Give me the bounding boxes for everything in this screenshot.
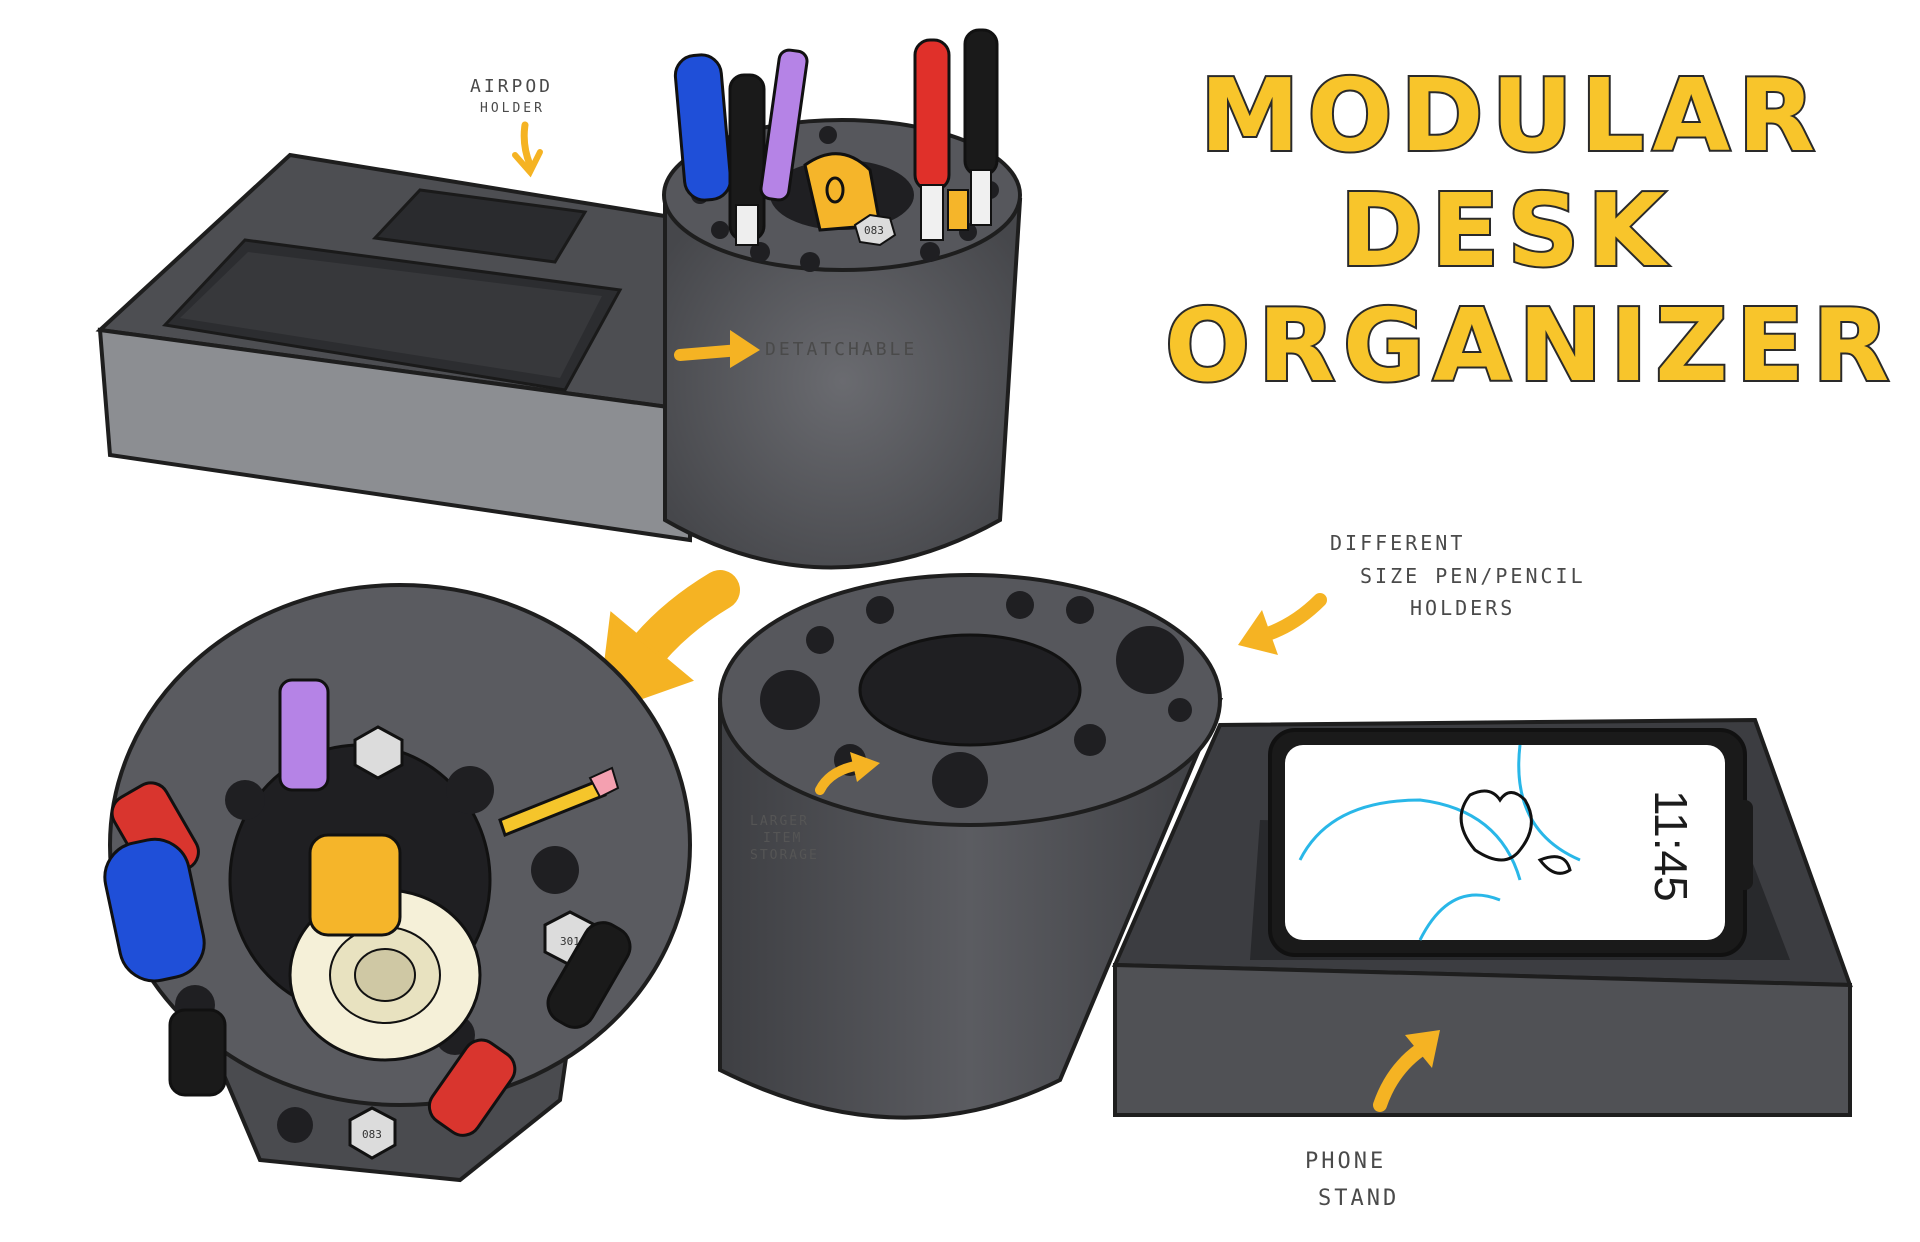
airpod-label-line1: AIRPOD [470,76,553,97]
title-line3: ORGANIZER [1165,287,1897,404]
phone-label-line2: STAND [1318,1186,1399,1211]
yellow-tape-measure [803,152,882,232]
nut-label-2: 301 [560,935,580,948]
black-clip-pen [168,1008,227,1097]
pen-holders-annotation: DIFFERENT SIZE PEN/PENCIL HOLDERS [1238,531,1586,655]
different-label-line3: HOLDERS [1410,596,1515,620]
airpod-label-line2: HOLDER [480,101,545,116]
pencil-eraser [947,189,969,231]
nut-label: 083 [864,224,884,237]
phone-stand-annotation: PHONE STAND [1305,1030,1440,1211]
different-label-line2: SIZE PEN/PENCIL [1360,564,1586,588]
red-marker-top [427,1038,517,1137]
hex-nut-3: 083 [348,1106,397,1160]
phone-label-line1: PHONE [1305,1149,1386,1174]
larger-label-line1: LARGER [750,814,809,829]
phone-stand-arrow [1373,1043,1427,1112]
purple-pen [759,48,809,202]
hex-nut-top: 083 [853,213,897,247]
blue-cap [103,837,206,983]
title: MODULAR DESK ORGANIZER [1163,55,1897,406]
black-marker-top [546,921,632,1029]
airpod-slot [371,188,588,264]
different-arrow [1258,593,1327,642]
cylinder-top-view: 301 083 [103,583,692,1183]
phone-stand-assembly: 11:45 [718,573,1853,1120]
airpod-tray-base [95,152,723,543]
yellow-tape-measure-top [308,833,402,937]
blue-marker [673,53,733,202]
apple-logo-icon [1459,789,1572,875]
pen-cylinder-bottom [718,573,1224,1120]
nut-label-3: 083 [362,1128,382,1141]
title-line2: DESK [1340,172,1673,289]
purple-pen-top [278,678,330,792]
black-marker-2 [963,28,999,226]
red-marker [913,38,951,241]
pencil-top [498,766,620,837]
black-marker-1 [728,73,766,246]
larger-storage-annotation: LARGER ITEM STORAGE [750,752,880,863]
airpod-arrow [520,121,534,169]
larger-label-line2: ITEM [763,831,802,846]
hex-nut-1 [353,725,404,780]
detachable-label: DETATCHABLE [765,339,917,360]
different-label-line1: DIFFERENT [1330,531,1465,555]
detachable-annotation: DETATCHABLE [674,330,917,368]
title-line1: MODULAR [1200,57,1823,174]
phone-clock: 11:45 [1645,790,1697,902]
iphone: 11:45 [1268,728,1753,957]
larger-label-line3: STORAGE [750,848,819,863]
assembled-organizer-top: 083 [95,28,1023,570]
airpod-holder-annotation: AIRPOD HOLDER [470,76,553,178]
